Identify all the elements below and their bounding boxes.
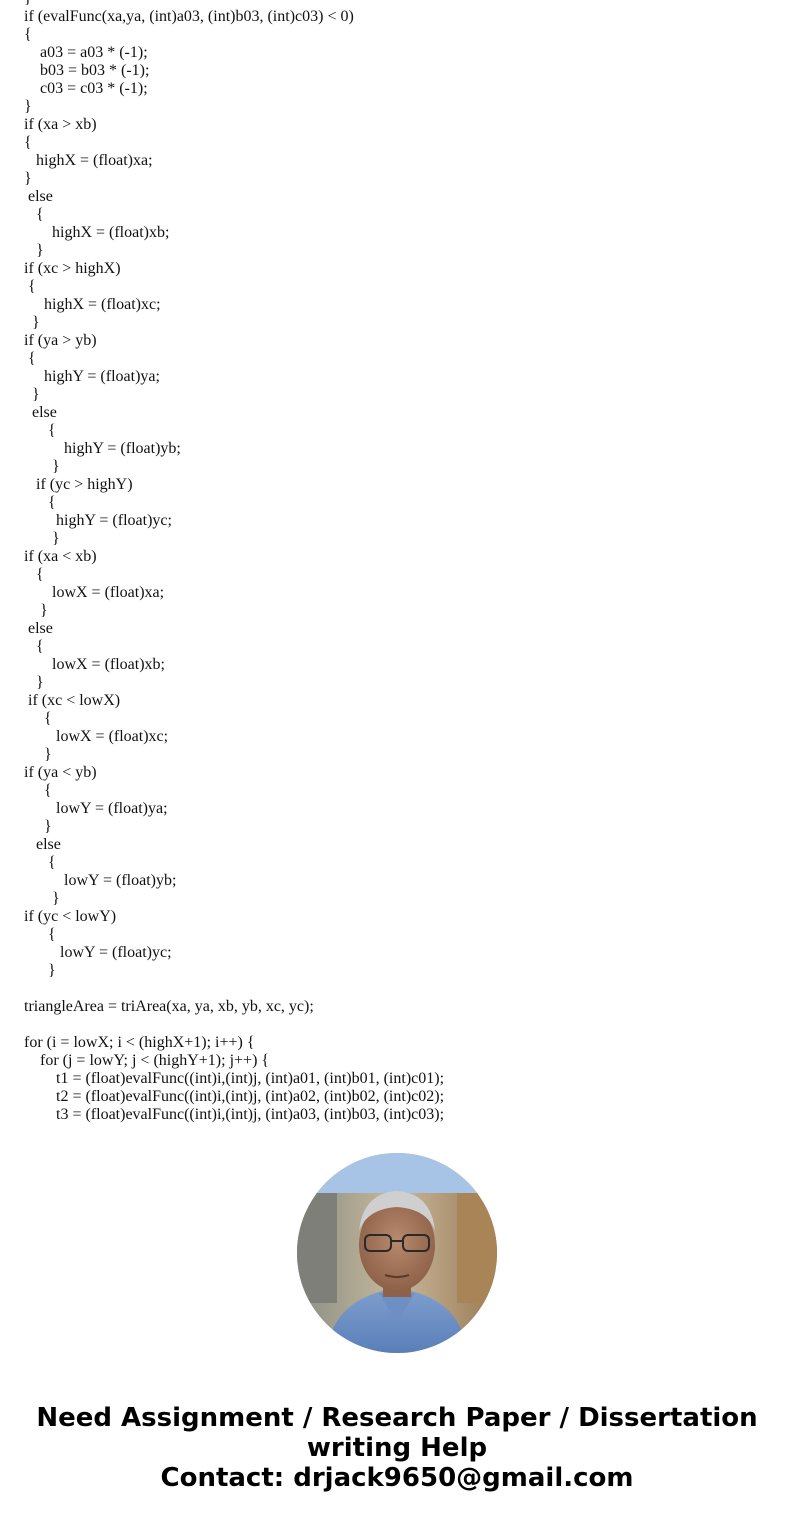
code-line: { (24, 422, 56, 439)
code-line: } (24, 170, 32, 187)
code-line: lowY = (float)yc; (24, 944, 172, 961)
code-listing: }if (evalFunc(xa,ya, (int)a03, (int)b03,… (24, 0, 784, 1123)
code-line: highY = (float)ya; (24, 368, 160, 385)
code-line: lowX = (float)xc; (24, 728, 169, 745)
code-line (24, 1016, 784, 1034)
code-line: if (xa > xb) (24, 116, 97, 133)
code-line: lowY = (float)ya; (24, 800, 168, 817)
code-line: } (24, 818, 52, 835)
code-line: else (24, 188, 53, 205)
code-line: t3 = (float)evalFunc((int)i,(int)j, (int… (24, 1106, 445, 1123)
code-line: lowX = (float)xb; (24, 656, 165, 673)
code-line: t1 = (float)evalFunc((int)i,(int)j, (int… (24, 1070, 445, 1087)
code-line: { (24, 854, 56, 871)
author-avatar (297, 1153, 497, 1353)
author-photo (297, 1153, 497, 1353)
code-line: } (24, 674, 44, 691)
code-line: highX = (float)xb; (24, 224, 170, 241)
banner-line-2: writing Help (306, 1433, 488, 1463)
code-line: b03 = b03 * (-1); (24, 62, 150, 79)
code-line: { (24, 134, 32, 151)
code-line: { (24, 350, 36, 367)
code-line: } (24, 458, 60, 475)
code-line: } (24, 314, 40, 331)
code-line: for (j = lowY; j < (highY+1); j++) { (24, 1052, 270, 1069)
banner-line-1: Need Assignment / Research Paper / Disse… (36, 1403, 758, 1433)
contact-email: Contact: drjack9650@gmail.com (160, 1463, 634, 1493)
code-line: if (ya < yb) (24, 764, 97, 781)
code-line: } (24, 602, 48, 619)
code-line: { (24, 26, 32, 43)
code-line: a03 = a03 * (-1); (24, 44, 148, 61)
code-line: { (24, 566, 44, 583)
code-line: { (24, 206, 44, 223)
code-line: lowX = (float)xa; (24, 584, 165, 601)
code-line: } (24, 98, 32, 115)
code-line: } (24, 962, 56, 979)
code-line: { (24, 926, 56, 943)
code-line: if (xc < lowX) (24, 692, 121, 709)
code-line: else (24, 620, 53, 637)
code-line: else (24, 404, 57, 421)
code-line (24, 980, 784, 998)
code-line: else (24, 836, 61, 853)
code-line: } (24, 386, 40, 403)
code-line: highY = (float)yb; (24, 440, 181, 457)
help-banner: Need Assignment / Research Paper / Disse… (0, 1403, 794, 1493)
code-line: triangleArea = triArea(xa, ya, xb, yb, x… (24, 998, 314, 1015)
code-line: if (ya > yb) (24, 332, 97, 349)
code-line: } (24, 530, 60, 547)
code-line: highY = (float)yc; (24, 512, 172, 529)
code-line: for (i = lowX; i < (highX+1); i++) { (24, 1034, 255, 1051)
code-line: if (yc < lowY) (24, 908, 117, 925)
code-line: { (24, 638, 44, 655)
code-line: lowY = (float)yb; (24, 872, 177, 889)
code-line: } (24, 746, 52, 763)
code-line: { (24, 278, 36, 295)
code-line: highX = (float)xc; (24, 296, 161, 313)
code-line: { (24, 782, 52, 799)
code-line: if (evalFunc(xa,ya, (int)a03, (int)b03, … (24, 8, 354, 25)
code-line: { (24, 710, 52, 727)
code-line: c03 = c03 * (-1); (24, 80, 148, 97)
code-line: if (xa < xb) (24, 548, 97, 565)
code-line: } (24, 242, 44, 259)
code-line: t2 = (float)evalFunc((int)i,(int)j, (int… (24, 1088, 445, 1105)
code-line: if (xc > highX) (24, 260, 121, 277)
code-line: highX = (float)xa; (24, 152, 153, 169)
code-line: if (yc > highY) (24, 476, 133, 493)
code-line: } (24, 0, 784, 8)
code-line: } (24, 890, 60, 907)
code-line: { (24, 494, 56, 511)
